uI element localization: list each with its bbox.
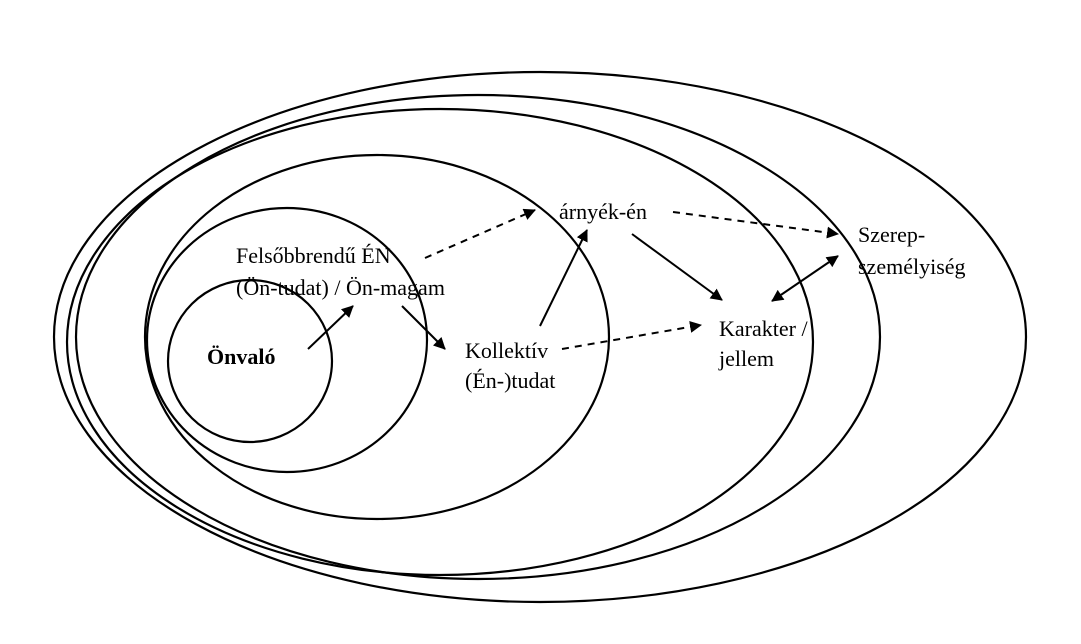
label-karakter-line2: jellem xyxy=(718,346,774,371)
label-karakter-line1: Karakter / xyxy=(719,316,808,341)
label-felsobb-en-line2: (Ön-tudat) / Ön-magam xyxy=(236,275,445,300)
arrow-felsobb-to-kollektiv xyxy=(401,305,446,350)
label-szerep-line2: személyiség xyxy=(858,254,966,279)
arrow-kollektiv-to-arnyek xyxy=(539,229,588,327)
arrow-onvalo-to-felsobb xyxy=(307,305,354,350)
label-kollektiv-line2: (Én-)tudat xyxy=(465,368,555,393)
label-onvalo: Önvaló xyxy=(207,344,275,369)
ellipse-1 xyxy=(145,206,429,474)
ellipse-4 xyxy=(74,93,882,581)
arrow-arnyek-to-szerep xyxy=(672,211,839,239)
arrow-karakter-szerep-bidirectional xyxy=(771,255,839,302)
label-arnyek-en: árnyék-én xyxy=(559,199,647,224)
arrow-felsobb-to-arnyek xyxy=(424,208,536,259)
ellipse-3 xyxy=(65,107,815,577)
label-szerep-line1: Szerep- xyxy=(858,222,925,247)
inner-ellipse-core xyxy=(166,278,334,444)
label-kollektiv-line1: Kollektív xyxy=(465,338,548,363)
arrow-kollektiv-to-karakter xyxy=(561,320,702,350)
arrow-arnyek-to-karakter xyxy=(631,233,723,301)
ellipse-2 xyxy=(143,153,611,521)
label-felsobb-en-line1: Felsőbbrendű ÉN xyxy=(236,243,391,268)
outer-ellipse-5 xyxy=(52,70,1028,604)
